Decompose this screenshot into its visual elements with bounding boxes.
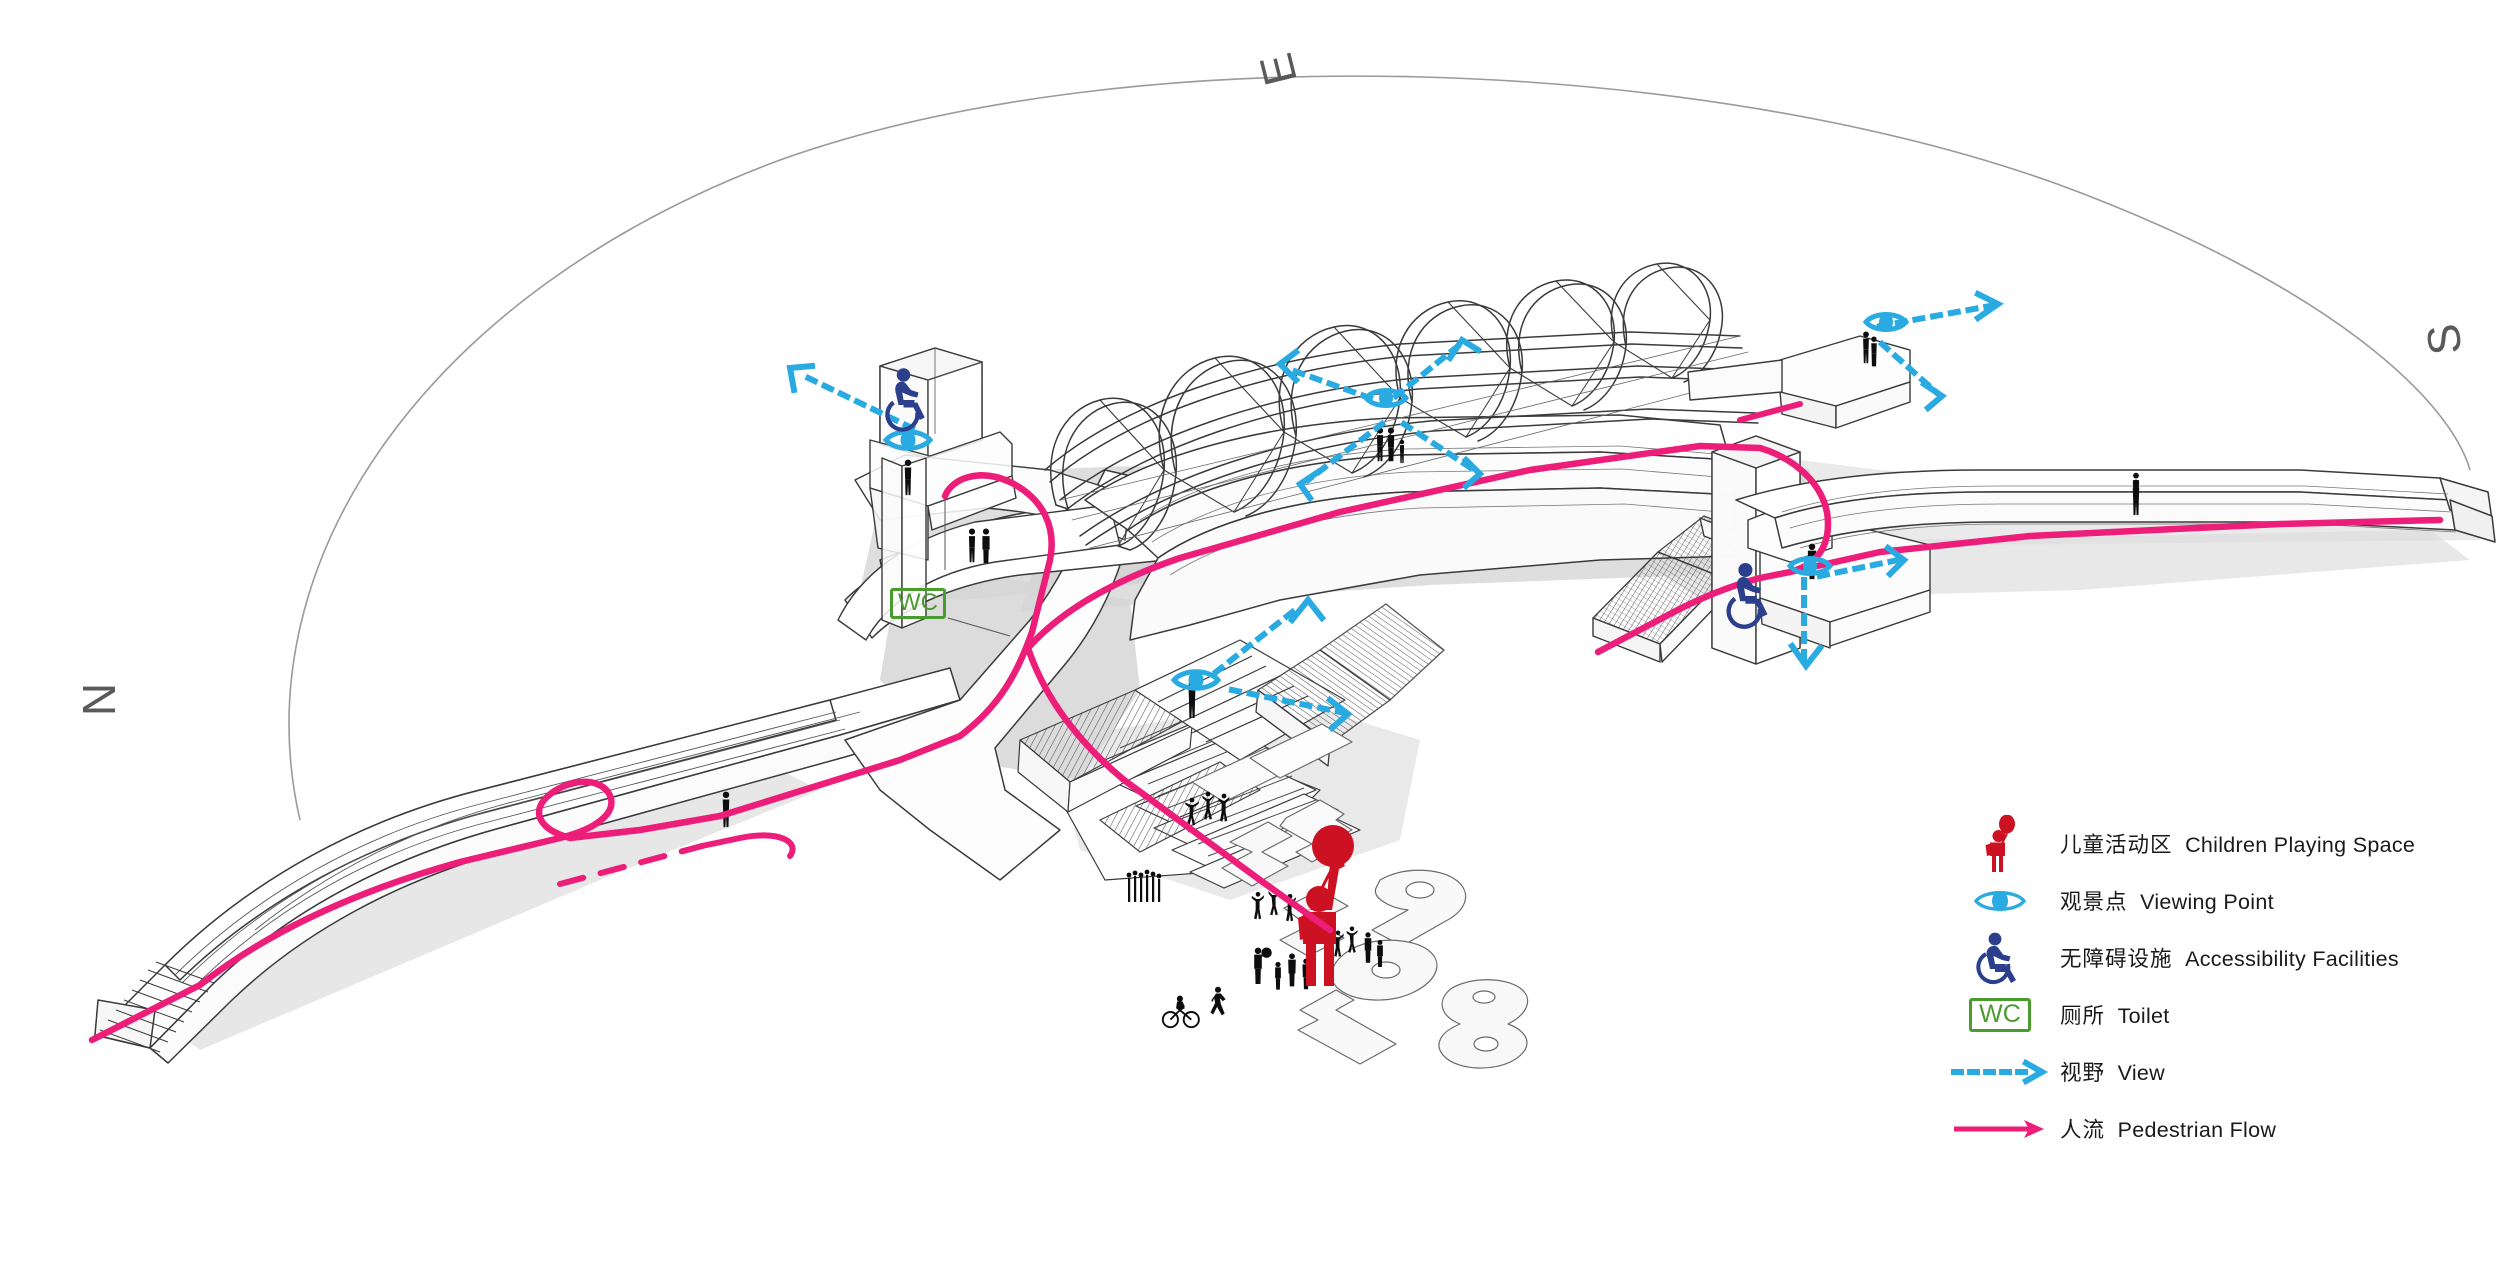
pedestrian-flow-route: [88, 401, 2444, 1044]
view-arrow-heads: [786, 289, 2004, 733]
legend-item-pedestrian-flow: 人流 Pedestrian Flow: [1940, 1100, 2480, 1157]
accessibility-icons-on-plan: [885, 368, 1768, 629]
eye-viewing-point-icon: [1940, 872, 2060, 929]
legend-en-children: Children Playing Space: [2185, 833, 2416, 857]
legend-en-accessibility: Accessibility Facilities: [2185, 947, 2399, 971]
compass-label-north: N: [73, 681, 126, 717]
wc-leader-line: [944, 500, 1011, 637]
view-direction-arrows: [795, 302, 1994, 716]
legend-label-children-playing-space: 儿童活动区 Children Playing Space: [2060, 828, 2415, 859]
solid-arrow-pedestrian-flow-icon: [1940, 1100, 2060, 1157]
legend: 儿童活动区 Children Playing Space 观景点 Viewing…: [1940, 814, 2480, 1157]
legend-cn-flow: 人流: [2060, 1118, 2106, 1142]
legend-cn-viewing: 观景点: [2060, 890, 2128, 914]
legend-en-toilet: Toilet: [2117, 1004, 2170, 1028]
east-lookout-platform: [1687, 335, 1911, 429]
legend-en-viewing: Viewing Point: [2140, 890, 2274, 914]
children-playing-icon: [1940, 814, 2060, 872]
legend-item-view: 视野 View: [1940, 1043, 2480, 1100]
dotted-arrow-view-icon: [1940, 1043, 2060, 1100]
compass-label-south: S: [2416, 320, 2472, 358]
wc-toilet-icon: WC: [1940, 986, 2060, 1043]
legend-label-viewing-point: 观景点 Viewing Point: [2060, 885, 2274, 916]
site-boundary-arc: [288, 75, 2471, 821]
legend-label-pedestrian-flow: 人流 Pedestrian Flow: [2060, 1113, 2276, 1144]
legend-cn-children: 儿童活动区: [2060, 833, 2173, 857]
west-ramp-railings: [174, 711, 861, 992]
viewing-point-icons: [882, 312, 1910, 691]
legend-cn-accessibility: 无障碍设施: [2060, 947, 2173, 971]
children-playing-marker: [1298, 825, 1354, 986]
legend-label-toilet: 厕所 Toilet: [2060, 999, 2170, 1030]
legend-label-view: 视野 View: [2060, 1056, 2165, 1087]
wheelchair-accessibility-icon: [1940, 929, 2060, 986]
legend-cn-toilet: 厕所: [2060, 1004, 2106, 1028]
legend-item-viewing-point: 观景点 Viewing Point: [1940, 872, 2480, 929]
legend-item-toilet: WC 厕所 Toilet: [1940, 986, 2480, 1043]
east-ramp-walkway: [1735, 469, 2496, 549]
wc-box-label: WC: [1969, 997, 2031, 1032]
legend-item-accessibility-facilities: 无障碍设施 Accessibility Facilities: [1940, 929, 2480, 986]
legend-cn-view: 视野: [2060, 1061, 2106, 1085]
legend-en-flow: Pedestrian Flow: [2117, 1118, 2277, 1142]
wc-toilet-sign-on-plan: WC: [890, 588, 946, 619]
legend-item-children-playing-space: 儿童活动区 Children Playing Space: [1940, 814, 2480, 872]
legend-label-accessibility-facilities: 无障碍设施 Accessibility Facilities: [2060, 942, 2399, 973]
legend-en-view: View: [2117, 1061, 2165, 1085]
